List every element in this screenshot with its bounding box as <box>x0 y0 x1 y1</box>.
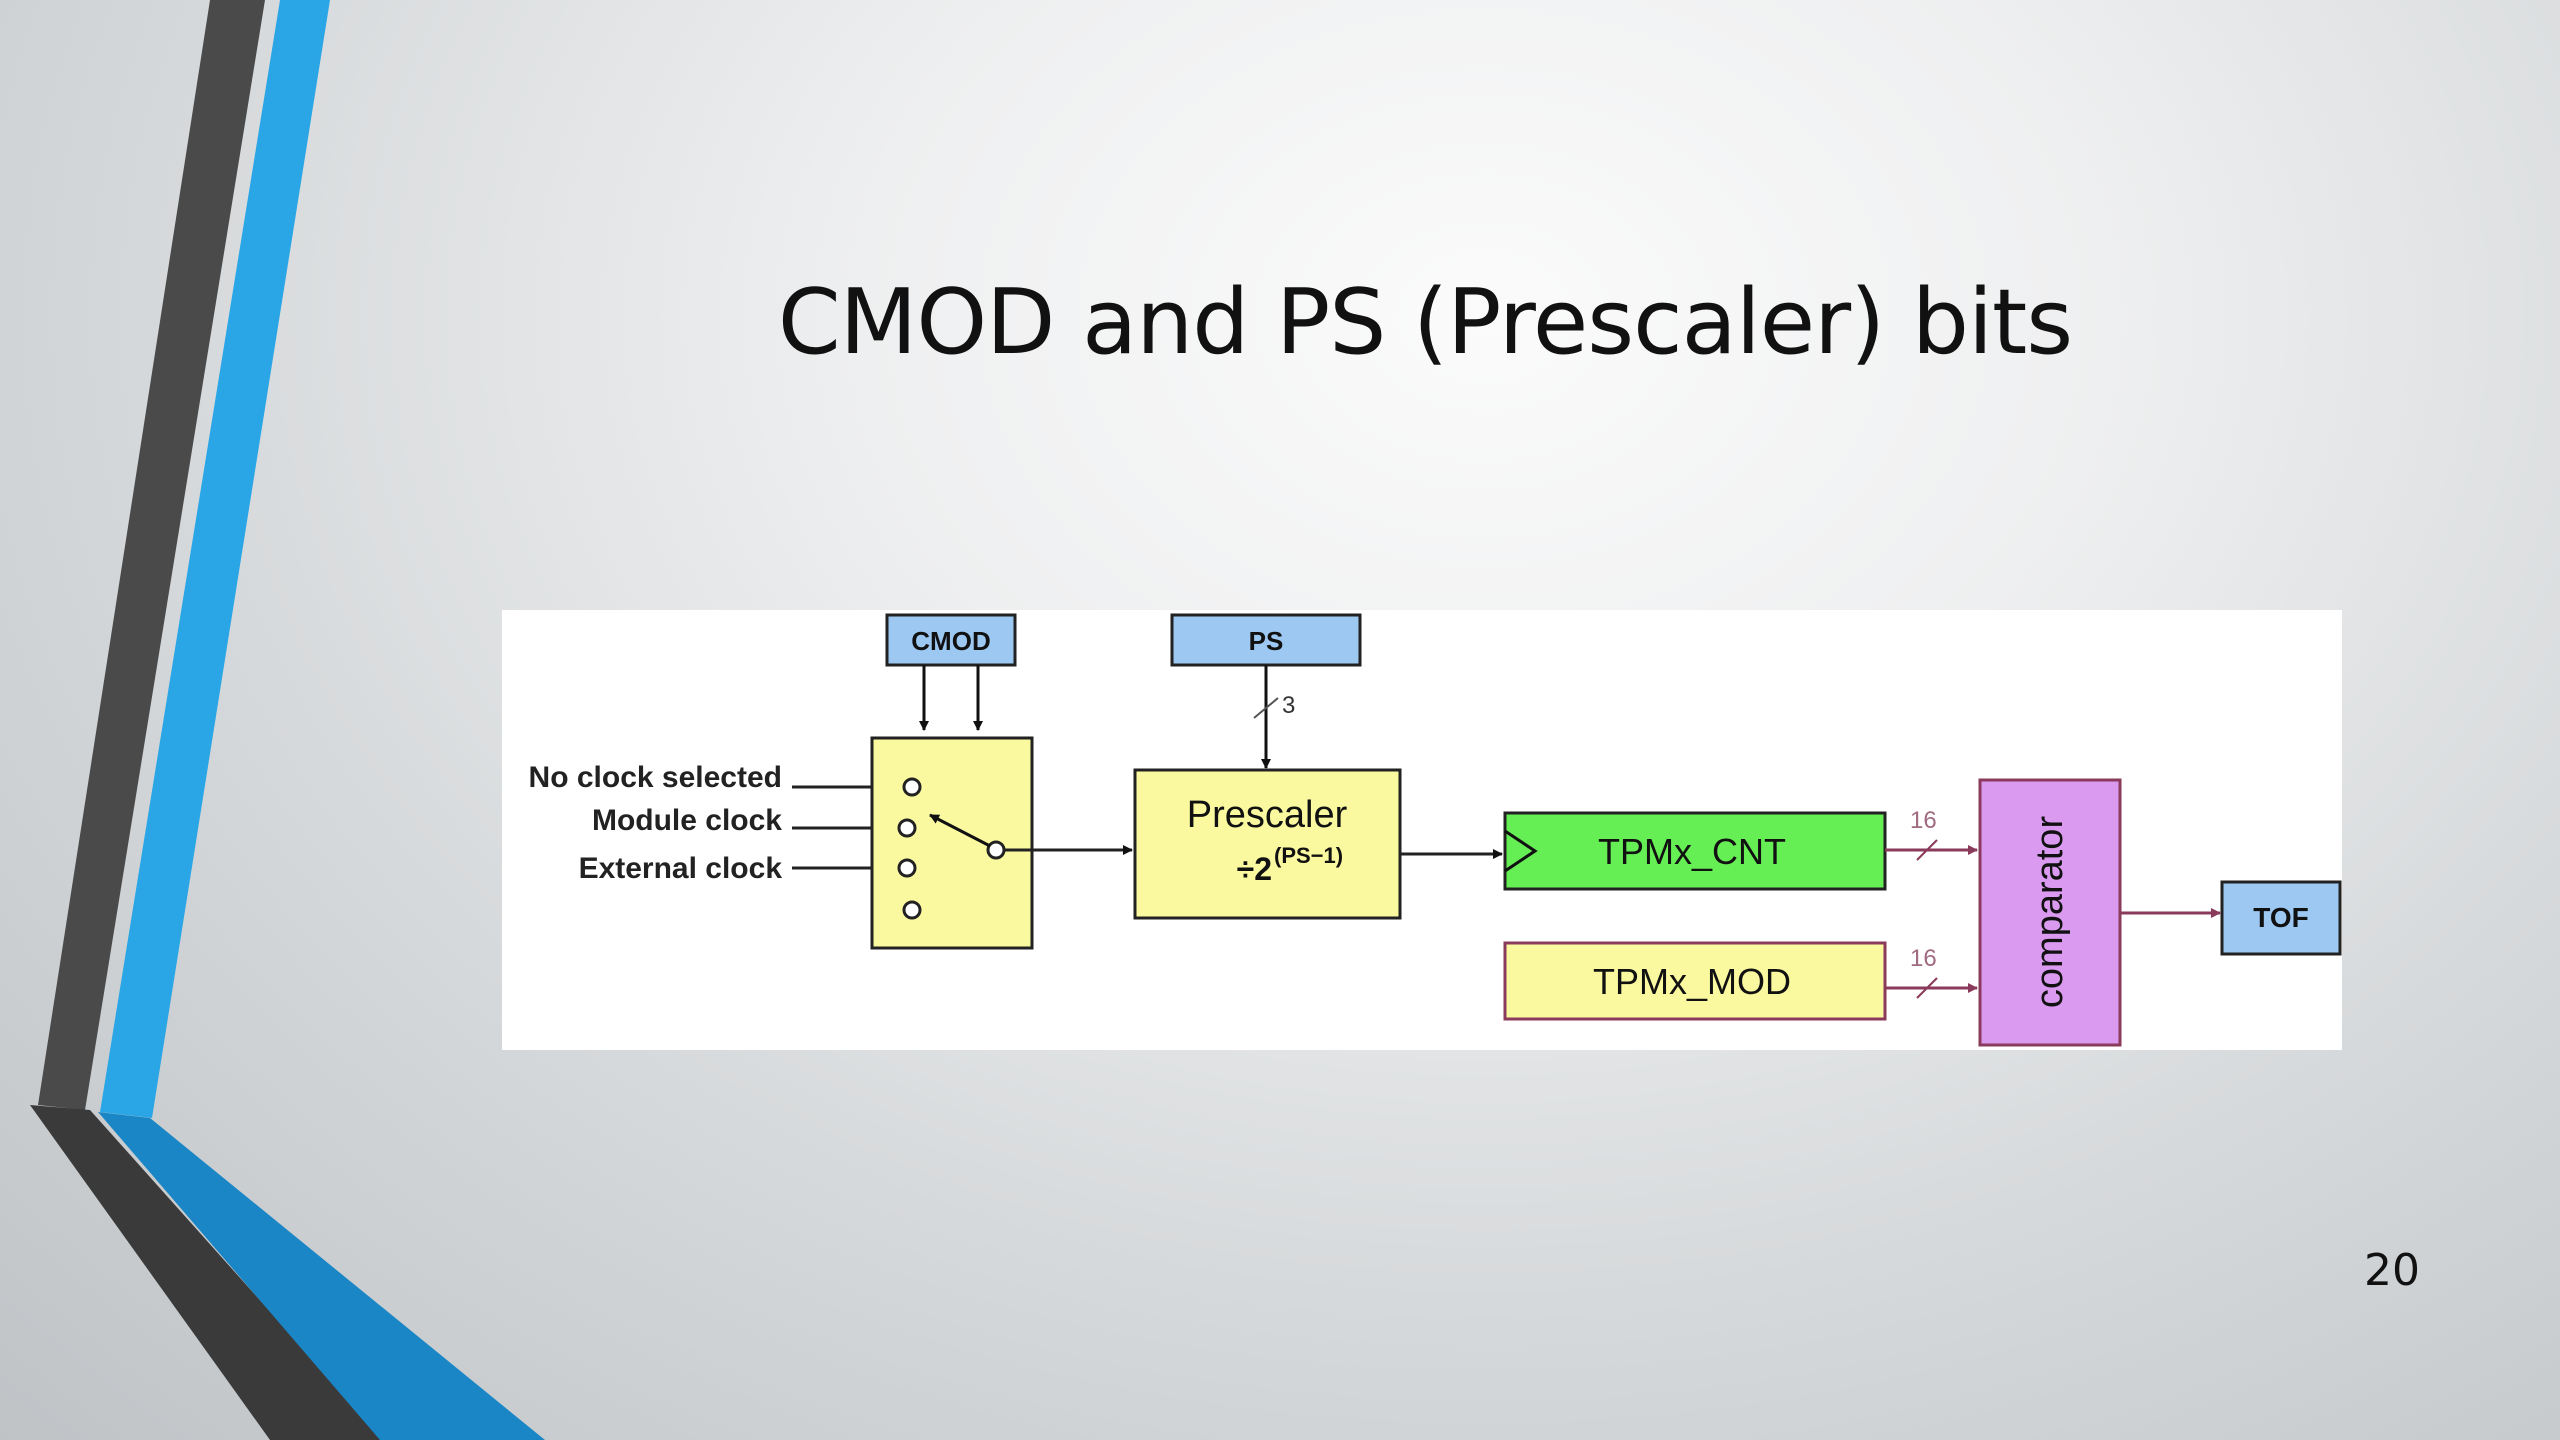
slide-page-number: 20 <box>2364 1245 2420 1296</box>
prescaler-label: Prescaler <box>1187 794 1348 836</box>
decor-dark-lower <box>30 1105 385 1440</box>
switch-terminal-1 <box>902 777 922 797</box>
modulo-bus-width: 16 <box>1910 945 1937 972</box>
comparator-label: comparator <box>2029 816 2071 1009</box>
modulo-register-box <box>1503 941 1887 1021</box>
input-label-external-clock: External clock <box>579 852 783 885</box>
decor-blue-stripe <box>100 0 330 1118</box>
comparator-block <box>1978 778 2122 1047</box>
tof-flag-label: TOF <box>2253 902 2308 933</box>
ps-register-label: PS <box>1249 626 1284 656</box>
switch-terminal-3 <box>897 858 917 878</box>
clock-select-switch <box>870 736 1034 950</box>
switch-terminal-2 <box>897 818 917 838</box>
decor-blue-lower <box>98 1112 545 1440</box>
counter-clock-input-triangle <box>1504 829 1538 873</box>
slide-title: CMOD and PS (Prescaler) bits <box>777 270 2073 375</box>
switch-lever <box>929 813 991 848</box>
decor-dark-stripe <box>38 0 265 1110</box>
counter-bus-width: 16 <box>1910 807 1937 834</box>
input-label-no-clock: No clock selected <box>529 761 782 794</box>
modulo-register-label: TPMx_MOD <box>1593 961 1791 1002</box>
prescaler-block <box>1133 768 1402 920</box>
prescaler-exponent: (PS−1) <box>1274 843 1343 868</box>
switch-terminal-4 <box>902 900 922 920</box>
modulo-bus-slash <box>1916 977 1938 999</box>
counter-bus-slash <box>1916 839 1938 861</box>
input-label-module-clock: Module clock <box>592 804 782 837</box>
counter-register-label: TPMx_CNT <box>1598 831 1786 872</box>
counter-register-box <box>1503 811 1887 891</box>
cmod-register-label: CMOD <box>911 626 990 656</box>
switch-common-terminal <box>986 840 1006 860</box>
ps-bus-slash <box>1253 697 1279 719</box>
cmod-register-box <box>885 613 1017 667</box>
ps-register-box <box>1170 613 1362 667</box>
prescaler-divide-base: ÷2 <box>1237 851 1272 887</box>
ps-bus-width: 3 <box>1282 692 1295 719</box>
tof-flag-box <box>2220 880 2342 956</box>
tpm-block-diagram: No clock selected Module clock External … <box>502 610 2342 1050</box>
